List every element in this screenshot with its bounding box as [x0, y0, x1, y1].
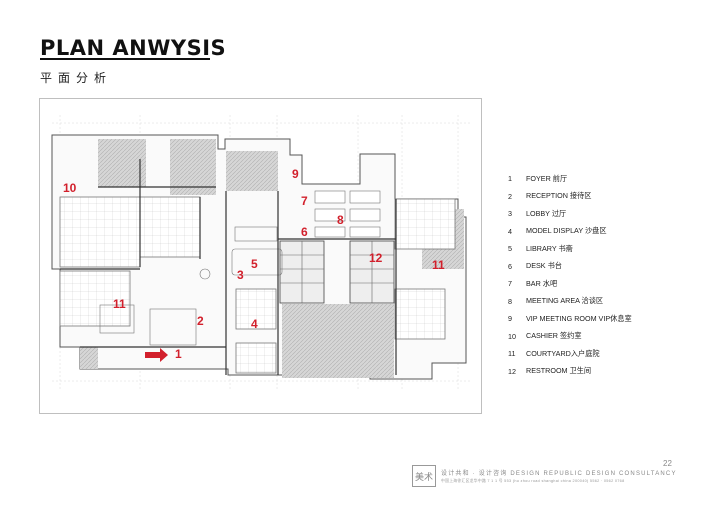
plan-mark-11-courtyard-east: 11: [432, 258, 445, 272]
plan-mark-4: 4: [251, 317, 258, 331]
legend-item: 9 VIP MEETING ROOM VIP休息室: [508, 310, 688, 328]
legend-number: 12: [508, 366, 516, 376]
title-underline: [40, 58, 210, 60]
legend-number: 10: [508, 331, 516, 341]
legend-item: 10 CASHIER 签约室: [508, 328, 688, 346]
legend-number: 1: [508, 174, 512, 184]
legend-number: 8: [508, 296, 512, 306]
legend-label: FOYER 前厅: [526, 173, 568, 183]
legend-number: 2: [508, 191, 512, 201]
page-subtitle: 平面分析: [40, 71, 113, 85]
plan-mark-12: 12: [369, 251, 383, 265]
legend-number: 3: [508, 209, 512, 219]
legend-label: DESK 书台: [526, 261, 562, 271]
legend-number: 5: [508, 244, 512, 254]
legend-item: 5 LIBRARY 书斋: [508, 240, 688, 258]
footer-address: 中国上海徐汇区龙华中路 7 1 1 号 553 (hu zhou road sh…: [441, 479, 625, 483]
legend-label: CASHIER 签约室: [526, 331, 582, 341]
legend-item: 8 MEETING AREA 洽谈区: [508, 293, 688, 311]
plan-mark-10: 10: [63, 181, 77, 195]
legend-label: LIBRARY 书斋: [526, 243, 573, 253]
legend-label: RECEPTION 接待区: [526, 191, 592, 201]
legend-list: 1 FOYER 前厅 2 RECEPTION 接待区 3 LOBBY 过厅 4 MODE…: [508, 170, 688, 380]
legend-number: 4: [508, 226, 512, 236]
plan-mark-9: 9: [292, 167, 299, 181]
legend-item: 7 BAR 水吧: [508, 275, 688, 293]
plan-mark-7: 7: [301, 194, 308, 208]
legend-item: 6 DESK 书台: [508, 258, 688, 276]
floor-plan-drawing: [51, 115, 470, 391]
legend-number: 7: [508, 279, 512, 289]
legend-label: MODEL DISPLAY 沙盘区: [526, 226, 607, 236]
legend-number: 6: [508, 261, 512, 271]
plan-mark-8: 8: [337, 213, 344, 227]
legend-item: 2 RECEPTION 接待区: [508, 188, 688, 206]
plan-mark-6: 6: [301, 225, 308, 239]
footer-company: 设计共和 · 设计咨询 DESIGN REPUBLIC DESIGN CONSU…: [441, 471, 677, 477]
plan-mark-2: 2: [197, 314, 204, 328]
legend-item: 4 MODEL DISPLAY 沙盘区: [508, 223, 688, 241]
plan-mark-5: 5: [251, 257, 258, 271]
legend-number: 11: [508, 349, 516, 359]
legend-label: BAR 水吧: [526, 278, 558, 288]
legend-item: 1 FOYER 前厅: [508, 170, 688, 188]
plan-mark-3: 3: [237, 268, 244, 282]
legend-label: VIP MEETING ROOM VIP休息室: [526, 313, 632, 323]
brand-logo: 美术: [412, 465, 436, 487]
legend-item: 12 RESTROOM 卫生间: [508, 363, 688, 381]
floor-plan: 1 2 3 4 5 6 7 8 9 10 11 11 12: [39, 98, 482, 414]
legend-item: 3 LOBBY 过厅: [508, 205, 688, 223]
legend-label: RESTROOM 卫生间: [526, 366, 592, 376]
legend-label: COURTYARD入户庭院: [526, 348, 600, 358]
legend-number: 9: [508, 314, 512, 324]
plan-mark-1: 1: [175, 347, 182, 361]
legend-label: LOBBY 过厅: [526, 208, 567, 218]
page-title: PLAN ANWYSIS: [40, 36, 227, 60]
plan-mark-11-courtyard: 11: [113, 297, 126, 311]
legend-label: MEETING AREA 洽谈区: [526, 296, 604, 306]
page-number: 22: [663, 459, 672, 468]
legend-item: 11 COURTYARD入户庭院: [508, 345, 688, 363]
